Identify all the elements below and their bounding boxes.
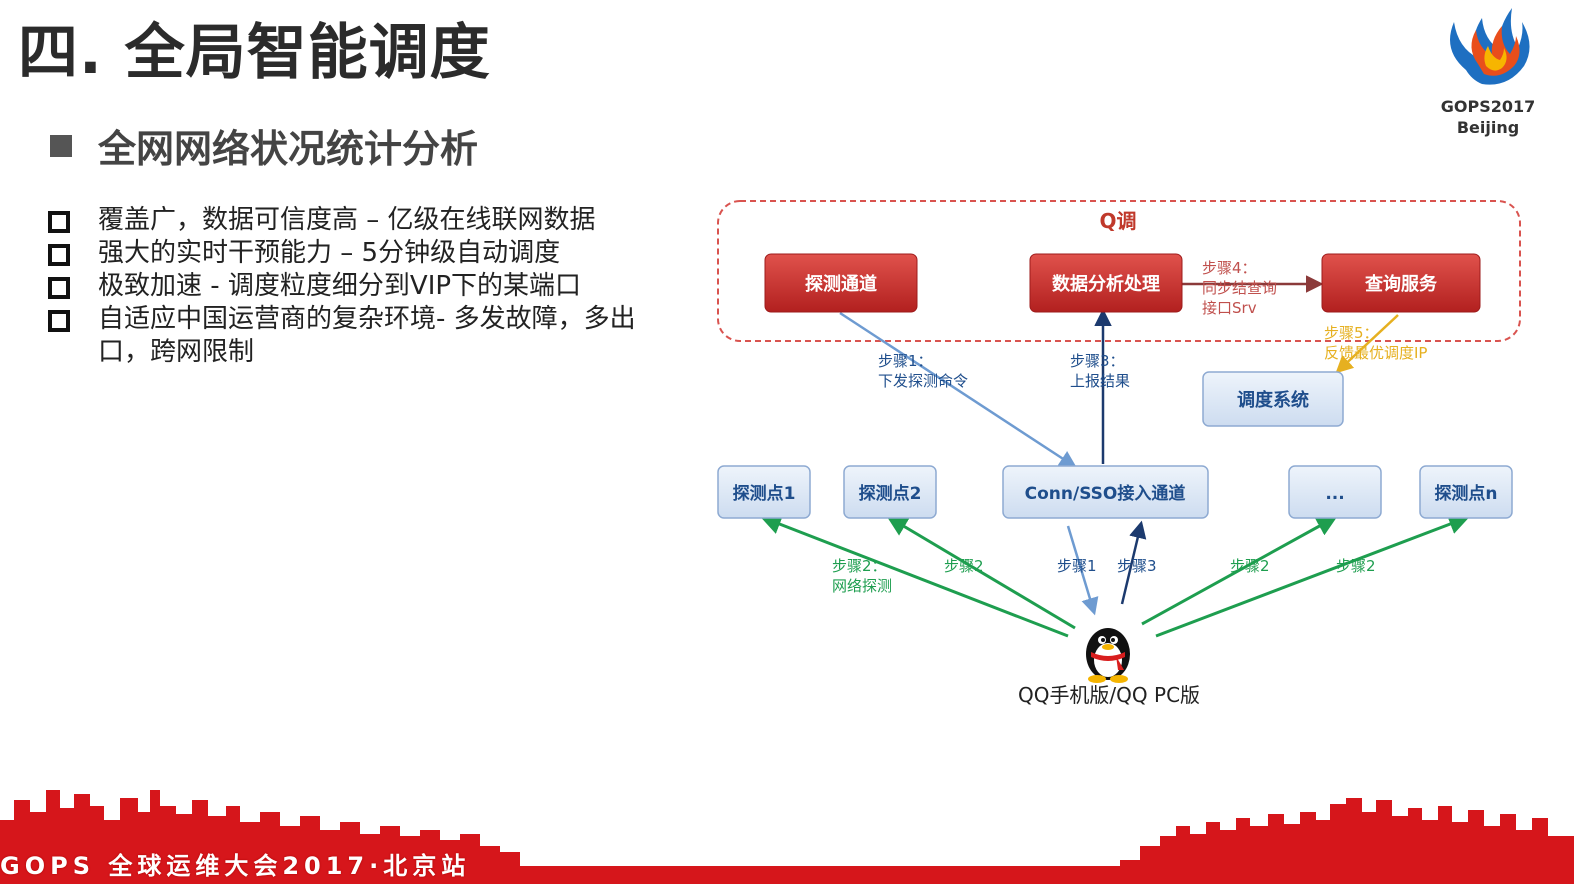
footer-event-text: GOPS 全球运维大会2017·北京站 xyxy=(0,852,471,880)
checkbox-square-icon xyxy=(48,244,70,266)
label-step4-a: 步骤4： xyxy=(1202,259,1257,277)
footer-skyline xyxy=(0,790,1574,884)
bullet-text: 极致加速 - 调度粒度细分到VIP下的某端口 xyxy=(98,271,582,301)
label-step4-b: 同步结查询 xyxy=(1202,279,1277,297)
label-step2-ellipsis: 步骤2 xyxy=(1230,557,1270,575)
node-label: 探测点2 xyxy=(859,483,922,504)
gops-logo: GOPS2017 Beijing xyxy=(1438,0,1538,138)
flame-logo-icon xyxy=(1450,8,1530,85)
qq-penguin-icon xyxy=(1086,628,1130,683)
page-title: 四. 全局智能调度 xyxy=(18,18,491,88)
node-label: Conn/SSO接入通道 xyxy=(1025,483,1186,504)
node-ellipsis: ... xyxy=(1288,465,1382,519)
arrow-step3-client xyxy=(1120,520,1147,605)
checkbox-square-icon xyxy=(48,277,70,299)
label-step2-proben: 步骤2 xyxy=(1336,557,1376,575)
node-proben: 探测点n xyxy=(1419,465,1513,519)
list-item: 覆盖广，数据可信度高 – 亿级在线联网数据 xyxy=(48,204,648,237)
node-label: 探测通道 xyxy=(805,273,877,295)
arrow-step5-feedback xyxy=(1335,314,1399,374)
label-step2-probe2: 步骤2 xyxy=(944,557,984,575)
node-scheduler: 调度系统 xyxy=(1202,371,1344,427)
label-step4-c: 接口Srv xyxy=(1202,299,1257,317)
bullet-text: 自适应中国运营商的复杂环境- 多发故障，多出口，跨网限制 xyxy=(98,304,636,367)
arrow-step2-proben xyxy=(1155,514,1470,638)
label-step3-b: 上报结果 xyxy=(1070,372,1130,390)
bullet-text: 强大的实时干预能力 – 5分钟级自动调度 xyxy=(98,238,561,268)
label-step1-b: 下发探测命令 xyxy=(878,372,968,390)
label-step1-a: 步骤1： xyxy=(878,352,933,370)
arrow-step1-probe-command xyxy=(839,311,1077,468)
label-step5-b: 反馈最优调度IP xyxy=(1324,344,1427,362)
arrow-step2-ellipsis xyxy=(1141,515,1338,626)
label-client-step1: 步骤1 xyxy=(1057,557,1097,575)
node-probe-channel: 探测通道 xyxy=(764,253,918,313)
logo-text-line2: Beijing xyxy=(1456,118,1520,137)
node-label: 探测点1 xyxy=(733,483,796,504)
client-label: QQ手机版/QQ PC版 xyxy=(1018,683,1200,707)
label-client-step3: 步骤3 xyxy=(1117,557,1157,575)
label-step2-a: 步骤2： xyxy=(832,557,887,575)
node-label: 探测点n xyxy=(1434,483,1497,504)
node-conn-sso: Conn/SSO接入通道 xyxy=(1002,465,1209,519)
section-subtitle: 全网网络状况统计分析 xyxy=(50,118,478,173)
list-item: 极致加速 - 调度粒度细分到VIP下的某端口 xyxy=(48,270,648,303)
node-label: 调度系统 xyxy=(1237,389,1309,411)
q-group-frame xyxy=(717,200,1521,342)
node-probe2: 探测点2 xyxy=(843,465,937,519)
node-data-analysis: 数据分析处理 xyxy=(1029,253,1183,313)
checkbox-square-icon xyxy=(48,211,70,233)
label-step2-b: 网络探测 xyxy=(832,577,892,595)
subtitle-text: 全网网络状况统计分析 xyxy=(98,127,479,171)
label-step5-a: 步骤5： xyxy=(1324,324,1379,342)
bullet-list: 覆盖广，数据可信度高 – 亿级在线联网数据 强大的实时干预能力 – 5分钟级自动… xyxy=(48,204,648,369)
node-label: 数据分析处理 xyxy=(1052,273,1160,295)
square-bullet-icon xyxy=(50,134,72,157)
node-label: 查询服务 xyxy=(1365,273,1438,295)
arrow-step2-probe2 xyxy=(886,515,1076,630)
logo-text-line1: GOPS2017 xyxy=(1440,97,1536,116)
node-query-service: 查询服务 xyxy=(1321,253,1481,313)
arrow-step1-client xyxy=(1066,525,1099,616)
checkbox-square-icon xyxy=(48,310,70,332)
node-label: ... xyxy=(1325,484,1344,504)
q-group-label: Q调 xyxy=(1099,209,1136,233)
list-item: 自适应中国运营商的复杂环境- 多发故障，多出口，跨网限制 xyxy=(48,303,648,369)
label-step3-a: 步骤3： xyxy=(1070,352,1125,370)
list-item: 强大的实时干预能力 – 5分钟级自动调度 xyxy=(48,237,648,270)
arrow-step2-probe1 xyxy=(760,514,1069,638)
node-probe1: 探测点1 xyxy=(717,465,811,519)
bullet-text: 覆盖广，数据可信度高 – 亿级在线联网数据 xyxy=(98,205,596,235)
